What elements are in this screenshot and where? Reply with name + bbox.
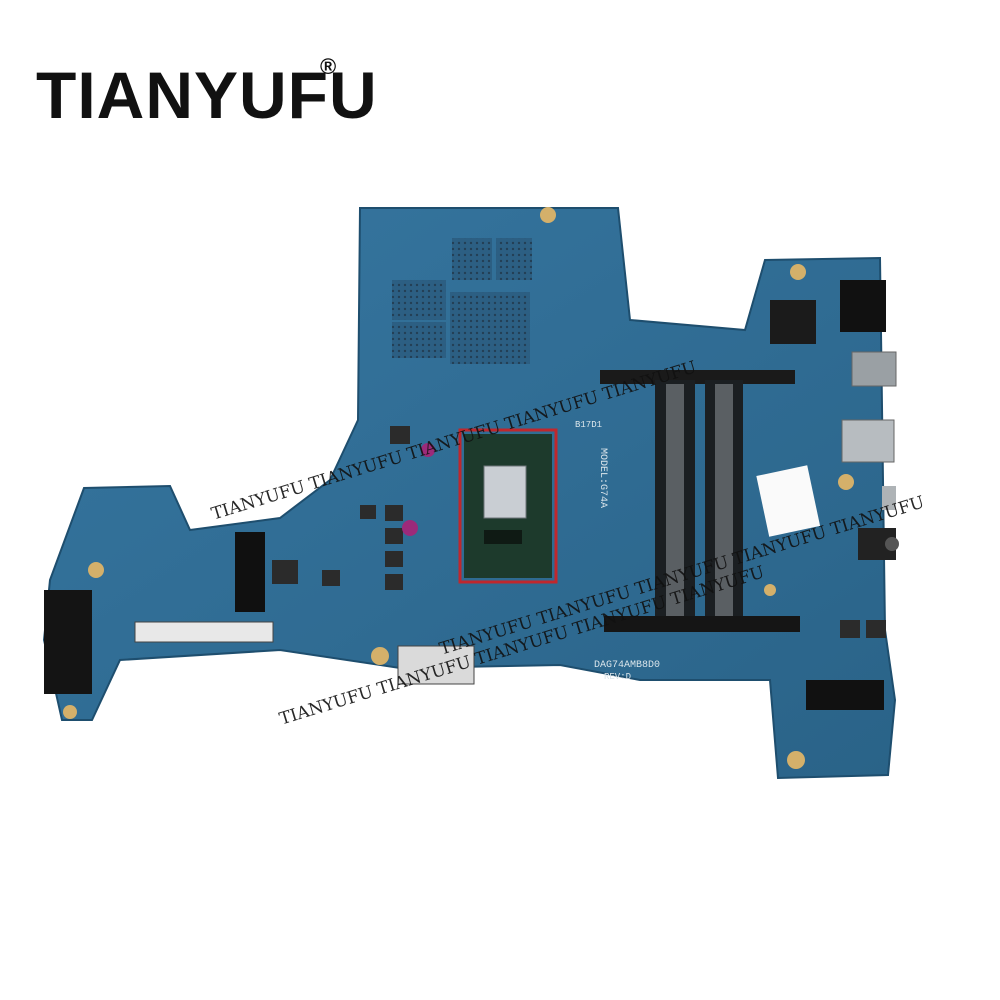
mount-hole: [88, 562, 104, 578]
memory-chip-3: [392, 280, 446, 320]
capacitor: [421, 443, 435, 457]
m2-slot-left: [235, 532, 265, 612]
board-part-label: DAG74AMB8D0: [594, 660, 661, 671]
mount-hole: [790, 264, 806, 280]
memory-chip-5: [392, 322, 446, 358]
audio-jack-hole: [885, 537, 899, 551]
mount-hole: [764, 584, 776, 596]
cpu-socket-outline: [458, 428, 558, 584]
usb-c-port: [882, 486, 896, 510]
hdmi-port: [851, 351, 897, 387]
cpu-die-small: [484, 530, 522, 544]
battery-connector: [397, 645, 475, 685]
registered-mark: ®: [320, 54, 337, 79]
sticker-label: [756, 465, 821, 537]
usb-port: [841, 419, 895, 463]
ribbon-connector-main: [134, 621, 274, 643]
memory-chip-2: [496, 238, 532, 280]
ethernet-transformer: [770, 300, 816, 344]
ram-slot-1-channel: [666, 384, 684, 618]
sata-connector: [44, 590, 92, 694]
cpu-die: [483, 465, 527, 519]
brand-logo: TIANYUFU: [36, 58, 378, 132]
mount-hole: [787, 751, 805, 769]
memory-chip-4: [450, 292, 530, 364]
board-code-label: B17D1: [575, 420, 603, 430]
capacitor: [402, 520, 418, 536]
memory-chip-1: [452, 238, 492, 280]
mount-hole: [63, 705, 77, 719]
mount-hole: [371, 647, 389, 665]
board-model-label: MODEL:G74A: [597, 448, 608, 509]
ethernet-port: [840, 280, 886, 332]
ram-slot-2-channel: [715, 384, 733, 618]
m2-slot-right: [806, 680, 884, 710]
mount-hole: [838, 474, 854, 490]
components: [272, 426, 886, 638]
board-rev-label: REV:D: [604, 672, 632, 682]
ram-slot-bottom: [604, 616, 800, 632]
mount-hole: [540, 207, 556, 223]
